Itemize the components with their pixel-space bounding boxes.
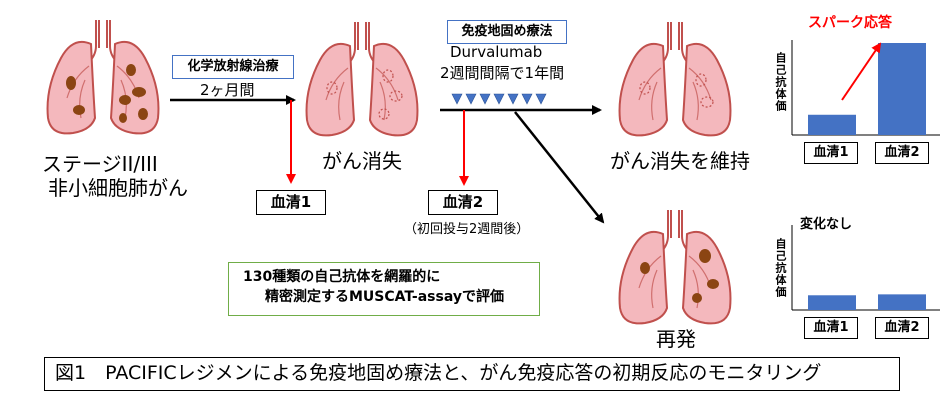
lung-maintained <box>618 21 732 137</box>
lung-relapse <box>618 209 732 325</box>
lung-initial <box>46 19 160 135</box>
label-relapse: 再発 <box>656 327 696 351</box>
chart2-ylabel: 自己抗体価 <box>774 238 787 298</box>
bar-2-2 <box>878 294 926 310</box>
chart1-title: スパーク応答 <box>808 15 892 31</box>
bar-2-1 <box>808 295 856 310</box>
bar-1-2 <box>878 43 926 135</box>
bar-1-1 <box>808 114 856 135</box>
lung-remission <box>305 21 419 137</box>
chart2-cat-serum1: 血清1 <box>804 317 858 339</box>
chart1-ylabel: 自己抗体価 <box>774 52 787 112</box>
tumor-cluster <box>66 64 148 123</box>
label-initial-line2: 非小細胞肺がん <box>48 176 188 200</box>
assay-note-line1: 130種類の自己抗体を網羅的に <box>243 269 441 285</box>
label-maintained: がん消失を維持 <box>610 149 750 173</box>
chemo-duration: 2ヶ月間 <box>200 81 255 99</box>
serum2-note: （初回投与2週間後） <box>404 222 530 237</box>
arrow-relapse <box>514 111 605 224</box>
chart-no-change <box>791 225 940 311</box>
assay-note: 130種類の自己抗体を網羅的に 精密測定するMUSCAT-assayで評価 <box>228 262 540 316</box>
serum2-box: 血清2 <box>428 190 498 215</box>
label-remission: がん消失 <box>322 149 402 173</box>
immuno-label: 免疫地固め療法 <box>447 20 567 44</box>
chart2-cat-serum2: 血清2 <box>875 317 929 339</box>
immuno-drug: Durvalumab <box>450 43 543 61</box>
spark-arrow <box>841 42 882 101</box>
assay-note-line2: 精密測定するMUSCAT-assayで評価 <box>265 289 504 305</box>
label-initial-line1: ステージII/III <box>42 152 158 176</box>
serum1-box: 血清1 <box>256 190 326 215</box>
chart-spark <box>791 40 940 136</box>
chemo-label: 化学放射線治療 <box>172 55 294 79</box>
chart1-cat-serum1: 血清1 <box>804 142 858 164</box>
immuno-schedule: 2週間間隔で1年間 <box>440 64 565 82</box>
dosing-triangles <box>451 93 547 105</box>
figure-caption: 図1 PACIFICレジメンによる免疫地固め療法と、がん免疫応答の初期反応のモニ… <box>44 357 900 391</box>
chart1-cat-serum2: 血清2 <box>875 142 929 164</box>
chart2-title: 変化なし <box>800 217 853 232</box>
